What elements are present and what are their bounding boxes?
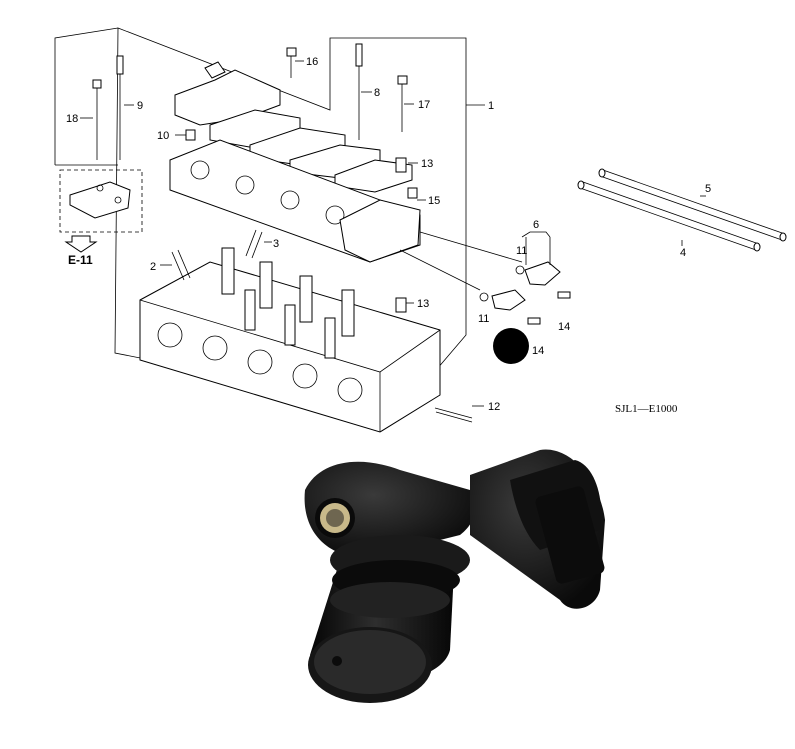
callout-18: 18 [66, 113, 78, 125]
callout-6: 6 [533, 219, 539, 231]
bolt-16 [286, 47, 297, 78]
bolt-14-b [527, 317, 541, 325]
camshaft-position-sensor-photo [304, 449, 605, 703]
tdc-sensor-6 [515, 261, 561, 286]
highlight-marker [493, 328, 529, 364]
callout-2: 2 [150, 261, 156, 273]
section-inset-box [59, 169, 143, 233]
diagram-code: SJL1—E1000 [615, 403, 678, 415]
stud-9 [116, 55, 124, 160]
callout-10: 10 [157, 130, 169, 142]
camshaft-position-sensor-icon [304, 449, 605, 703]
callout-16: 16 [306, 56, 318, 68]
bolt-18 [92, 79, 102, 160]
bolt-14-a [557, 291, 571, 299]
section-reference: E-11 [68, 253, 93, 267]
rocker-shaft-5 [598, 168, 787, 242]
dowel-13-lower [395, 297, 407, 313]
callout-12: 12 [488, 401, 500, 413]
callout-17: 17 [418, 99, 430, 111]
callout-13-lower: 13 [417, 298, 429, 310]
cam-sensor-11 [479, 289, 526, 311]
stud-12 [434, 407, 473, 423]
plug-10 [185, 129, 196, 141]
callout-15: 15 [428, 195, 440, 207]
bolt-17 [397, 75, 408, 132]
callout-3: 3 [273, 238, 279, 250]
dowel-13-upper [395, 157, 407, 173]
cylinder-head [139, 247, 441, 433]
inset-bracket-icon [69, 181, 131, 219]
callout-5: 5 [705, 183, 711, 195]
callout-11-lower: 11 [478, 313, 489, 325]
exploded-parts-diagram: 1 2 3 4 5 6 8 9 10 11 11 12 13 13 14 14 … [54, 27, 787, 433]
leader-lines [80, 60, 706, 407]
callout-11-upper: 11 [516, 245, 527, 257]
bolt-15 [407, 187, 418, 199]
stud-8 [355, 43, 363, 140]
callout-14-right: 14 [558, 321, 570, 333]
callout-4: 4 [680, 247, 686, 259]
pin-3 [245, 229, 263, 259]
callout-13-upper: 13 [421, 158, 433, 170]
callout-1: 1 [488, 100, 494, 112]
camshaft-holder-upper [174, 61, 413, 193]
callout-14-lower: 14 [532, 345, 544, 357]
reference-arrow-icon [64, 235, 98, 253]
callout-9: 9 [137, 100, 143, 112]
pin-2 [171, 249, 191, 281]
rocker-shaft-4 [577, 180, 761, 252]
callout-8: 8 [374, 87, 380, 99]
rocker-arm-holder [169, 139, 421, 263]
